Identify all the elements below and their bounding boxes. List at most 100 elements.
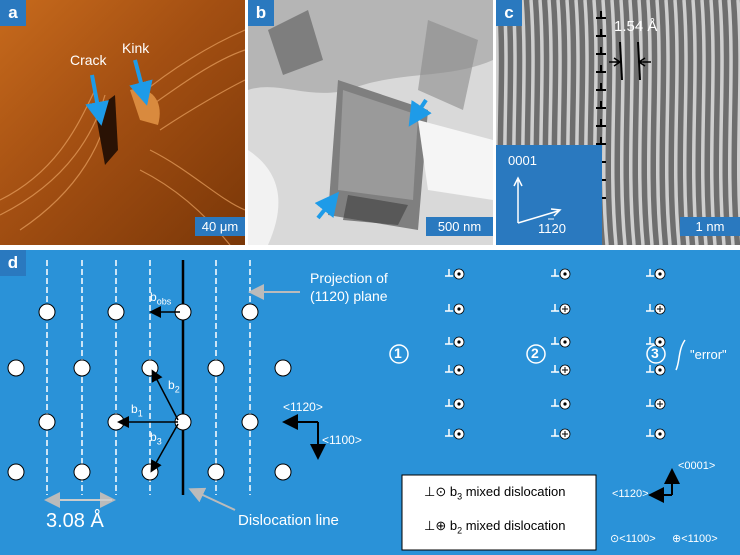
dislocation-line-label: Dislocation line	[238, 512, 339, 529]
bottom-dir-2-text: <1100>	[681, 533, 718, 545]
lattice-fringe	[673, 0, 681, 245]
dir-0001-label: <0001>	[678, 460, 716, 472]
crack-label: Crack	[70, 52, 107, 68]
atom-circle	[38, 303, 56, 321]
panel-a: a Crack Kink 40 μm	[0, 0, 245, 245]
dislocation-marker	[445, 336, 465, 348]
panel-b-scale: 500 nm	[426, 217, 493, 236]
dir-1120-label: <1120>	[283, 400, 323, 414]
dislocation-symbol	[596, 47, 606, 55]
dislocation-marker	[551, 268, 571, 280]
dir-1120-b-label: <1120>	[612, 488, 649, 500]
dislocation-marker	[445, 398, 465, 410]
spacing-arrow-right	[637, 57, 651, 67]
dislocation-symbol	[596, 65, 606, 73]
panel-c-inset: 0001 1120	[496, 145, 602, 245]
legend-b3-sub: 3	[457, 491, 463, 502]
dislocation-marker	[445, 303, 465, 315]
kink-label: Kink	[122, 40, 150, 56]
panel-d-diagram	[7, 260, 686, 551]
legend-b2-sub: 2	[457, 525, 463, 536]
dislocation-marker	[445, 428, 465, 440]
panel-a-image	[0, 0, 245, 245]
case-1-label: 1	[394, 345, 402, 361]
lattice-fringe	[628, 0, 636, 245]
dashed-planes	[46, 260, 251, 495]
dislocation-marker	[646, 398, 666, 410]
lattice-fringe	[637, 0, 645, 245]
dislocation-marker	[646, 336, 666, 348]
dislocation-symbol	[596, 101, 606, 109]
atom-circle	[38, 413, 56, 431]
dislocation-marker	[551, 364, 571, 376]
bottom-dot-icon: ⊙	[610, 533, 620, 545]
lattice-fringe	[619, 0, 627, 245]
legend-b3-symbol: ⊥⊙	[424, 484, 450, 499]
panel-b-arrows	[314, 98, 432, 220]
kink-arrow	[129, 59, 153, 106]
dislocation-marker	[646, 364, 666, 376]
b3-symbol: b	[150, 430, 157, 444]
case-2-label: 2	[531, 345, 539, 361]
crack-arrows	[85, 59, 153, 126]
b-obs-label: bobs	[150, 290, 171, 306]
projection-label-2: (1120) plane	[310, 288, 388, 304]
lattice-fringe	[610, 0, 618, 245]
dislocation-marker	[646, 303, 666, 315]
atom-circle	[274, 359, 292, 377]
b2-label: b2	[168, 378, 180, 394]
dislocation-pointer	[188, 487, 236, 511]
panel-b-tag: b	[248, 0, 274, 26]
panel-c-scale-label: 1 nm	[680, 217, 740, 236]
lattice-fringe	[709, 0, 717, 245]
lattice-fringe	[601, 0, 609, 245]
dir-1100-label: <1100>	[322, 433, 362, 447]
dislocation-symbol	[596, 119, 606, 127]
lattice-fringe	[727, 0, 735, 245]
bottom-dir-1-text: <1100>	[619, 533, 656, 545]
inset-axis-1120: 1120	[538, 221, 566, 236]
atom-circle	[141, 463, 159, 481]
spacing-label: 3.08 Å	[46, 510, 104, 532]
atom-circle	[207, 463, 225, 481]
dislocation-symbol	[596, 137, 606, 145]
dislocation-marker	[551, 398, 571, 410]
b2-symbol: b	[168, 378, 175, 392]
panel-c: c 1.54 Å 0001 1120 1 nm	[496, 0, 740, 245]
panel-b-scale-label: 500 nm	[426, 217, 493, 236]
legend-b2-text: mixed dislocation	[465, 518, 566, 533]
b1-sub: 1	[137, 408, 143, 419]
spacing-line-right	[637, 41, 641, 81]
spacing-line-left	[619, 41, 623, 81]
legend-b2-b: b	[449, 518, 458, 533]
lattice-fringe	[691, 0, 699, 245]
panel-a-scale: 40 μm	[195, 217, 245, 236]
atom-circle	[7, 359, 25, 377]
b-obs-sub: obs	[156, 296, 172, 307]
panel-a-tag: a	[0, 0, 26, 26]
inset-axis-0001: 0001	[508, 153, 537, 168]
dislocation-marker	[445, 268, 465, 280]
b1-symbol: b	[131, 402, 138, 416]
dislocation-symbol	[596, 83, 606, 91]
panel-b: b 500 nm	[248, 0, 493, 245]
dislocation-marker	[551, 303, 571, 315]
dislocation-marker	[551, 336, 571, 348]
dislocation-symbol	[596, 29, 606, 37]
legend-b2-symbol: ⊥⊕	[424, 518, 450, 533]
atom-circle	[141, 359, 159, 377]
atom-circle	[73, 359, 91, 377]
crack-arrow	[85, 74, 109, 126]
bottom-dir-1: ⊙<1100>	[610, 532, 656, 545]
atom-circle	[7, 463, 25, 481]
b2-sub: 2	[174, 384, 180, 395]
error-brace	[675, 339, 686, 371]
dislocation-columns	[445, 268, 666, 440]
lattice-fringe	[700, 0, 708, 245]
dislocation-marker	[646, 268, 666, 280]
b2-arrow	[151, 369, 179, 421]
lattice-fringe	[682, 0, 690, 245]
b1-label: b1	[131, 402, 143, 418]
panel-c-spacing-label: 1.54 Å	[614, 18, 658, 35]
atom-circle	[107, 303, 125, 321]
